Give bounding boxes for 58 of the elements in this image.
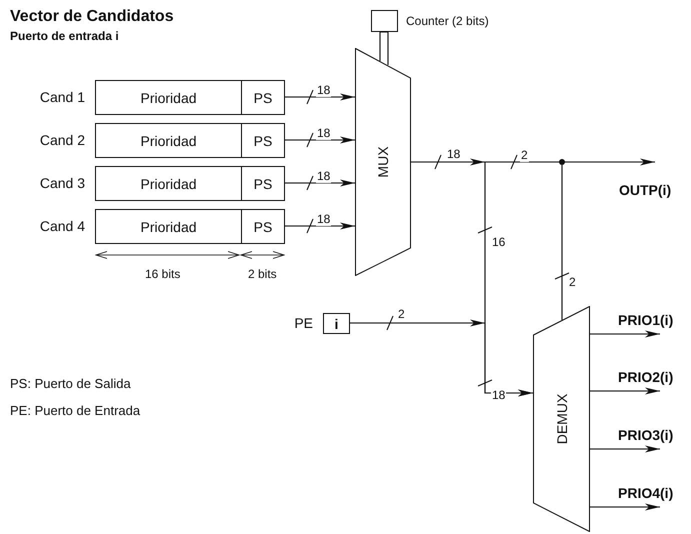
signal-label: PRIO1(i) xyxy=(618,308,690,328)
edge-label: 16 xyxy=(491,236,506,249)
signal-label: OUTP(i) xyxy=(619,176,691,198)
multiplexer xyxy=(355,48,411,276)
edge-label: 18 xyxy=(446,148,462,161)
bus-line xyxy=(561,165,563,320)
arrow xyxy=(590,504,660,510)
dimension-label: 2 bits xyxy=(248,267,277,281)
edge-label: 18 xyxy=(316,170,332,183)
edge-label: 18 xyxy=(316,127,332,140)
field-tag: PS xyxy=(242,167,284,200)
port-index: i xyxy=(334,316,338,332)
block-label: MUX xyxy=(375,146,391,178)
arrow xyxy=(285,136,355,144)
dimension-label: 16 bits xyxy=(145,267,180,281)
double-line xyxy=(379,31,389,65)
note: PS: Puerto de Salida xyxy=(10,376,131,391)
port-label: PE xyxy=(294,314,313,330)
field-name: Prioridad xyxy=(96,167,242,200)
edge-label: 2 xyxy=(397,308,406,321)
counter-label: Counter (2 bits) xyxy=(406,14,489,28)
arrow xyxy=(285,180,355,186)
register-box xyxy=(95,166,285,201)
field-tag: PS xyxy=(242,210,284,243)
field-tag: PS xyxy=(242,124,284,157)
edge-label: 2 xyxy=(568,276,577,289)
bus-width: 2 xyxy=(520,148,529,162)
junction-dot xyxy=(559,159,565,165)
candidate-label: Cand 3 xyxy=(40,174,85,190)
arrow xyxy=(590,388,660,394)
arrow xyxy=(285,222,355,230)
block-label: DEMUX xyxy=(554,394,570,444)
candidate-label: Cand 4 xyxy=(40,218,85,234)
register-box xyxy=(95,80,285,115)
field-name: Prioridad xyxy=(96,81,242,114)
arrow xyxy=(350,320,533,396)
arrow xyxy=(590,446,660,452)
subtitle: Puerto de entrada i xyxy=(10,29,119,43)
signal-label: PRIO4(i) xyxy=(618,481,690,501)
bus-width: 18 xyxy=(491,388,506,402)
field-name: Prioridad xyxy=(96,210,242,243)
register-box xyxy=(95,209,285,244)
diagram-title: Vector de Candidatos xyxy=(10,8,174,26)
edge-label: 18 xyxy=(316,213,332,226)
candidate-label: Cand 1 xyxy=(40,88,85,104)
field-tag: PS xyxy=(242,81,284,114)
signal-label: PRIO2(i) xyxy=(618,365,690,385)
arrow xyxy=(285,94,355,100)
edge-label: 18 xyxy=(316,84,332,97)
arrow xyxy=(590,330,660,338)
counter-box xyxy=(371,10,398,32)
note: PE: Puerto de Entrada xyxy=(10,403,140,418)
register-box xyxy=(95,123,285,158)
signal-label: PRIO3(i) xyxy=(618,423,690,443)
field-name: Prioridad xyxy=(96,124,242,157)
port-box xyxy=(323,313,350,334)
candidate-label: Cand 2 xyxy=(40,132,85,148)
demultiplexer xyxy=(533,306,590,532)
